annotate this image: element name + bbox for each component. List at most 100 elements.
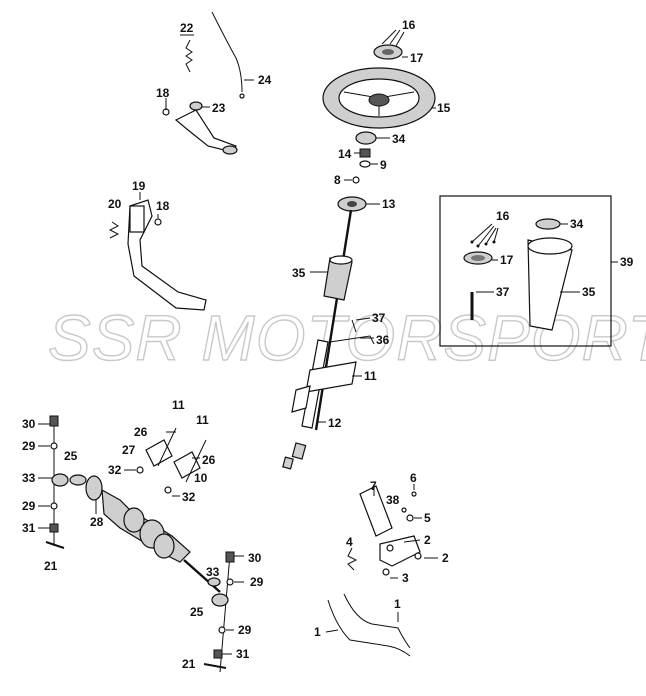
column-u-joint (282, 442, 307, 470)
cable-24 (211, 11, 254, 99)
part-3 (382, 568, 398, 579)
callout-32-left: 32 (108, 463, 122, 477)
tie-rod-end-25-left (69, 474, 87, 486)
master-cylinder-7 (359, 485, 393, 537)
column-tie-36 (329, 335, 375, 345)
callout-15: 15 (437, 101, 451, 115)
callout-31-left: 31 (22, 521, 36, 535)
callout-29-right-bottom: 29 (238, 623, 252, 637)
callout-29-left-top: 29 (22, 439, 36, 453)
column-flange-13 (337, 196, 380, 212)
callout-17-wheel: 17 (410, 51, 424, 65)
callout-18-top: 18 (156, 86, 170, 100)
callout-35-column: 35 (292, 266, 306, 280)
callout-8: 8 (334, 173, 341, 187)
callout-11-right: 11 (196, 413, 209, 427)
callout-38: 38 (386, 493, 400, 507)
callout-20: 20 (108, 197, 122, 211)
steering-rack (101, 488, 221, 593)
washer-18-mid (154, 214, 162, 226)
wheel-screws-16 (381, 29, 405, 47)
callout-21-right: 21 (182, 657, 196, 671)
column-cap-34 (355, 131, 390, 145)
callout-28: 28 (90, 515, 104, 529)
callout-1-left: 1 (314, 625, 321, 639)
brake-cables-1 (325, 593, 411, 657)
callout-29-right-top: 29 (250, 575, 264, 589)
callout-39: 39 (620, 255, 634, 269)
boot-28 (85, 475, 103, 514)
callout-5: 5 (424, 511, 431, 525)
callout-22: 22 (180, 21, 194, 35)
callout-33-right: 33 (206, 565, 220, 579)
left-bolt-stack (38, 415, 69, 549)
callout-29-left-bottom: 29 (22, 499, 36, 513)
brake-pedal-19 (127, 192, 207, 311)
callout-2-right: 2 (442, 551, 449, 565)
wheel-emblem-17 (373, 44, 408, 60)
column-pin-37 (351, 317, 371, 333)
callout-10: 10 (194, 471, 208, 485)
callout-16-wheel: 16 (402, 18, 416, 32)
bracket-26-right (173, 439, 207, 483)
column-ring-8 (344, 176, 360, 184)
callout-2-top: 2 (424, 533, 431, 547)
callout-labels: 22 24 18 23 16 17 15 34 14 9 8 13 35 37 … (22, 18, 634, 671)
callout-12: 12 (328, 416, 342, 430)
callout-33-left: 33 (22, 471, 36, 485)
kit-box (439, 195, 618, 347)
kit-sleeve-35 (527, 237, 580, 331)
callout-25-left: 25 (64, 449, 78, 463)
callout-18-mid: 18 (156, 199, 170, 213)
callout-26-right: 26 (202, 453, 216, 467)
callout-35-kit: 35 (582, 285, 596, 299)
callout-11-left: 11 (172, 398, 185, 412)
callout-32-right: 32 (182, 490, 196, 504)
callout-7: 7 (370, 479, 377, 493)
steering-wheel-15 (322, 67, 436, 129)
bracket-2 (379, 535, 438, 567)
callout-1-top: 1 (394, 597, 401, 611)
callout-11-column: 11 (364, 369, 377, 383)
column-bracket-11 (291, 361, 362, 413)
spring-20 (108, 221, 120, 239)
callout-14: 14 (338, 147, 352, 161)
callout-3: 3 (402, 571, 409, 585)
column-sleeve-35 (310, 255, 353, 301)
callout-16-kit: 16 (496, 209, 510, 223)
washers-32 (124, 466, 180, 497)
callout-23: 23 (212, 101, 226, 115)
callout-34-kit: 34 (570, 217, 584, 231)
callout-27: 27 (122, 443, 136, 457)
kit-cap-34 (535, 218, 561, 230)
kit-screws-16 (470, 223, 499, 248)
column-nut-14 (354, 148, 371, 158)
callout-34-column: 34 (392, 132, 406, 146)
callout-36: 36 (376, 333, 390, 347)
spring-22 (185, 39, 193, 73)
callout-30-left: 30 (22, 417, 36, 431)
callout-21-left: 21 (44, 559, 58, 573)
right-bolt-stack (203, 551, 244, 673)
callout-26-left: 26 (134, 425, 148, 439)
parts-5-6-38 (401, 484, 422, 522)
callout-19: 19 (132, 179, 146, 193)
callout-31-right: 31 (236, 647, 250, 661)
callout-4: 4 (346, 535, 353, 549)
steering-shaft (314, 209, 353, 431)
pedal-arm-23 (174, 101, 238, 155)
callout-24: 24 (258, 73, 272, 87)
callout-13: 13 (382, 197, 396, 211)
column-washer-9 (359, 160, 378, 168)
callout-17-kit: 17 (500, 253, 514, 267)
callout-9: 9 (380, 158, 387, 172)
callout-37-column: 37 (372, 311, 386, 325)
pin-18-top (162, 98, 170, 116)
spring-4 (347, 547, 358, 571)
callout-30-right: 30 (248, 551, 262, 565)
callout-25-right: 25 (190, 605, 204, 619)
callout-6: 6 (410, 471, 417, 485)
callout-37-kit: 37 (496, 285, 510, 299)
kit-pin-37 (470, 291, 494, 320)
